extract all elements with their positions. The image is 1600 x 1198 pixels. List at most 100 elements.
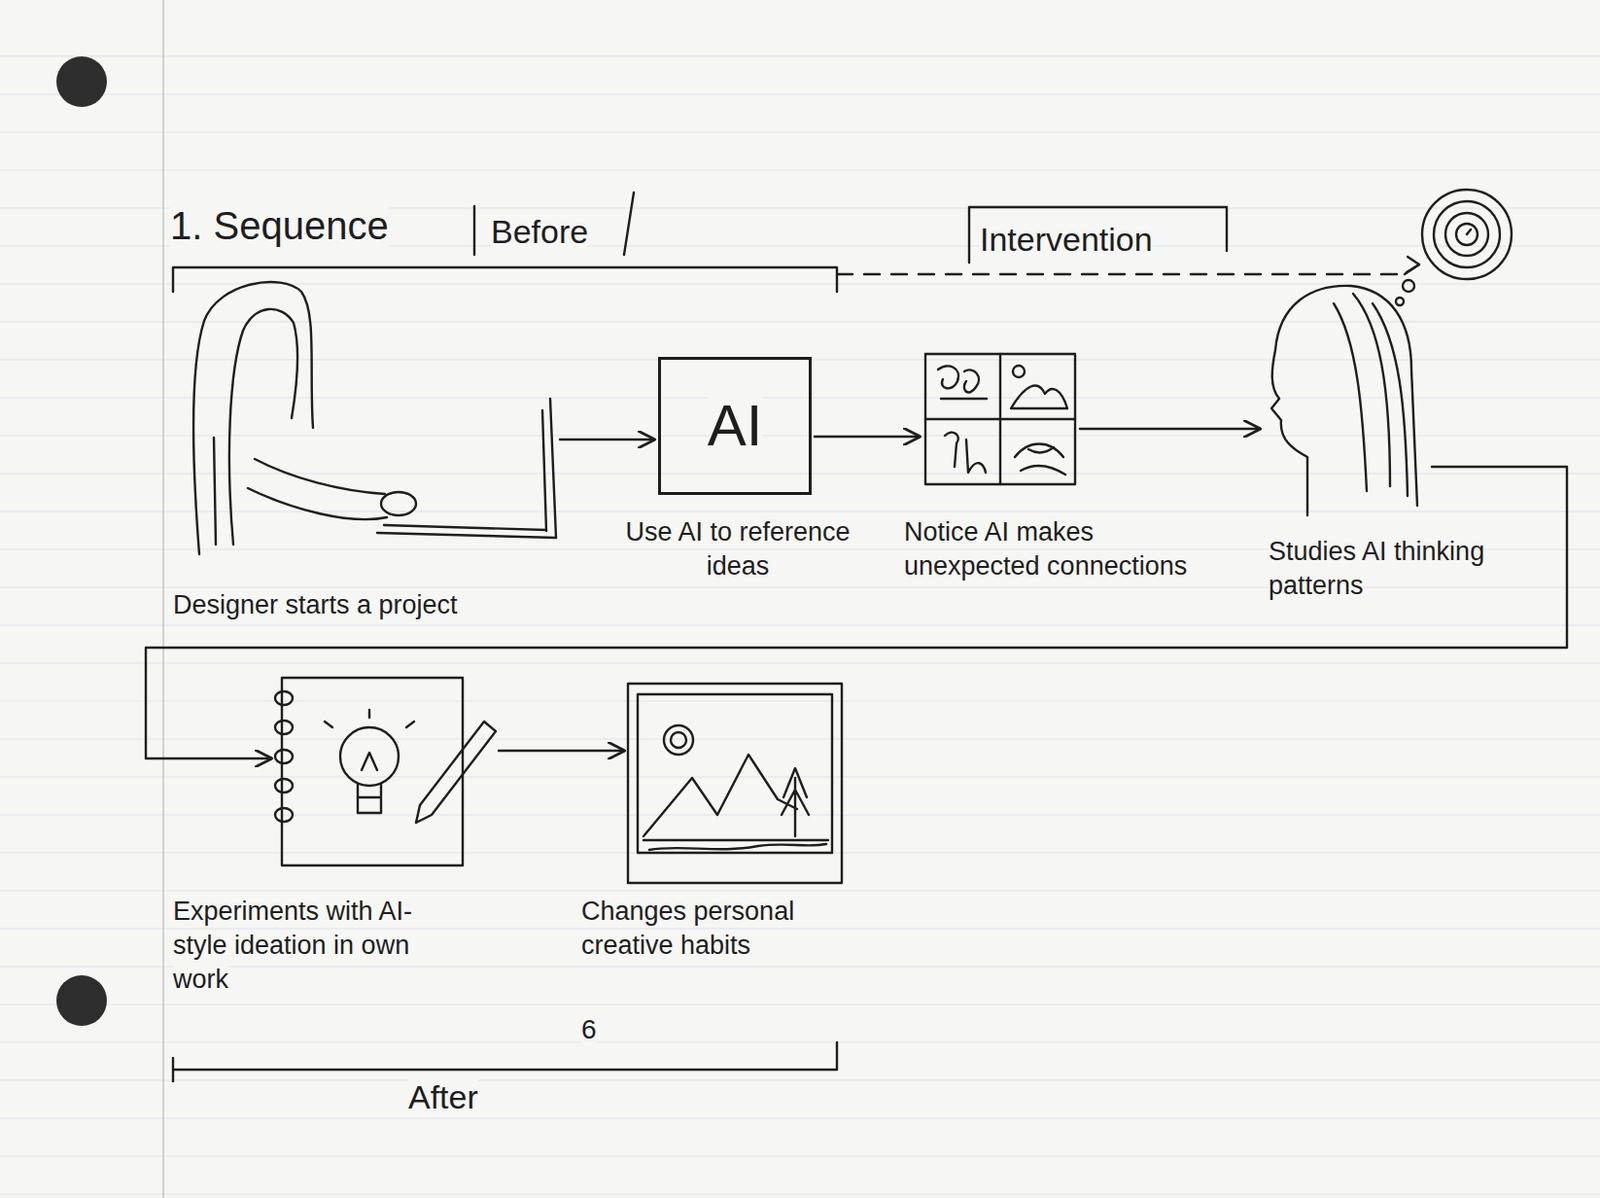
sequence-title: 1. Sequence (170, 202, 389, 249)
picture-panel: Changes personal creative habits (627, 683, 844, 883)
notebook-sketch-stroke (357, 783, 382, 813)
image-grid-stroke (925, 353, 1076, 485)
notebook-sketch-stroke (275, 778, 293, 793)
stray-number: 6 (581, 1012, 597, 1046)
ruled-line (0, 1192, 1600, 1194)
notebook-sketch-stroke (275, 807, 293, 822)
designer-sketch-stroke (254, 458, 385, 494)
designer-sketch (193, 281, 557, 555)
intervention-bracket-stroke (969, 207, 1227, 263)
intervention-bracket (836, 207, 1420, 275)
phase-label: Before (490, 211, 589, 252)
before-bracket-stroke (173, 267, 837, 292)
step-caption: Experiments with AI-style ideation in ow… (173, 894, 465, 997)
framed-landscape-stroke (627, 683, 842, 883)
ruled-line (0, 1003, 1600, 1005)
notebook-sketch-stroke (361, 752, 378, 770)
step-caption: Notice AI makes unexpected connections (904, 515, 1225, 584)
step-caption: Use AI to reference ideas (610, 515, 866, 584)
notebook-sketch-stroke (275, 720, 293, 734)
notebook-sketch-stroke (324, 709, 415, 728)
intervention-bracket-stroke (1406, 256, 1420, 273)
before-bracket-stroke (624, 192, 634, 255)
thinking-head-stroke (1466, 229, 1471, 235)
framed-landscape-stroke (637, 694, 833, 853)
notebook-sketch-stroke (275, 749, 293, 764)
ruled-line (0, 965, 1600, 967)
step-caption: Studies AI thinking patterns (1268, 534, 1551, 603)
notebook-sketch-stroke (275, 691, 293, 705)
designer-sketch-stroke (247, 487, 387, 520)
punch-hole (56, 56, 107, 107)
phase-label: Intervention (979, 219, 1153, 260)
flow-arrow (814, 435, 921, 438)
ruled-line (0, 472, 1600, 474)
thinking-head-stroke (1333, 303, 1367, 491)
thinking-head-stroke (1456, 223, 1478, 245)
ruled-line (0, 927, 1600, 929)
thinking-head-stroke (1372, 303, 1408, 496)
ruled-line (0, 320, 1600, 322)
ruled-line (0, 1154, 1600, 1156)
framed-landscape-stroke (663, 725, 694, 755)
image-grid-stroke (1012, 365, 1025, 378)
image-grid-stroke (1010, 385, 1068, 409)
ruled-line (0, 699, 1600, 701)
image-grid-panel: Notice AI makes unexpected connections (923, 351, 1078, 487)
designer-sketch-stroke (542, 410, 547, 531)
designer-sketch-stroke (381, 491, 417, 516)
designer-sketch-stroke (193, 281, 314, 555)
intervention-bracket-stroke (836, 273, 1405, 276)
thinking-head-stroke (1395, 297, 1404, 306)
flow-arrow (145, 466, 1567, 759)
before-bracket-stroke (473, 206, 476, 255)
thinking-head-stroke (1422, 189, 1512, 279)
designer-sketch-stroke (550, 398, 557, 538)
framed-landscape-stroke (670, 731, 687, 748)
framed-landscape-stroke (643, 754, 798, 836)
notebook-sketch-stroke (340, 727, 399, 786)
framed-landscape-stroke (643, 839, 829, 850)
punch-hole (56, 974, 107, 1026)
image-grid-stroke (1014, 444, 1066, 476)
image-grid-stroke (925, 353, 1076, 485)
after-bracket (173, 1042, 837, 1081)
step-caption: Designer starts a project (173, 588, 592, 623)
flow-arrow (498, 749, 626, 752)
ruled-line (0, 1078, 1600, 1080)
thinking-head-stroke (1402, 279, 1415, 292)
ruled-line (0, 889, 1600, 891)
ruled-line (0, 624, 1600, 626)
ruled-line (0, 169, 1600, 171)
designer-sketch-stroke (229, 309, 298, 545)
image-grid-stroke (938, 365, 987, 399)
image-grid-stroke (944, 432, 986, 473)
margin-line (162, 0, 165, 1198)
ruled-line (0, 131, 1600, 133)
notebook-sketch-stroke (416, 721, 496, 823)
designer-sketch-stroke (213, 437, 216, 545)
ai-box: AIUse AI to reference ideas (658, 356, 812, 495)
image-grid (925, 353, 1076, 485)
ruled-line (0, 93, 1600, 95)
thinking-head-stroke (1445, 212, 1489, 256)
designer-sketch-stroke (383, 524, 547, 530)
ruled-line (0, 1116, 1600, 1118)
designer-panel: Designer starts a project (173, 275, 557, 553)
box-text: AI (707, 393, 764, 458)
head-panel: Studies AI thinking patterns (1263, 281, 1429, 521)
ruled-line (0, 510, 1600, 512)
ruled-line (0, 813, 1600, 815)
flow-arrow (1079, 427, 1261, 430)
step-caption: Changes personal creative habits (581, 894, 854, 963)
ruled-line (0, 282, 1600, 284)
phase-label: After (408, 1077, 479, 1117)
notebook-sketch (275, 677, 496, 866)
ruled-line (0, 55, 1600, 57)
ruled-lines (0, 56, 1600, 1194)
ruled-line (0, 737, 1600, 739)
thinking-head-stroke (1433, 201, 1500, 268)
thinking-head-stroke (1271, 285, 1418, 516)
ruled-line (0, 1041, 1600, 1043)
